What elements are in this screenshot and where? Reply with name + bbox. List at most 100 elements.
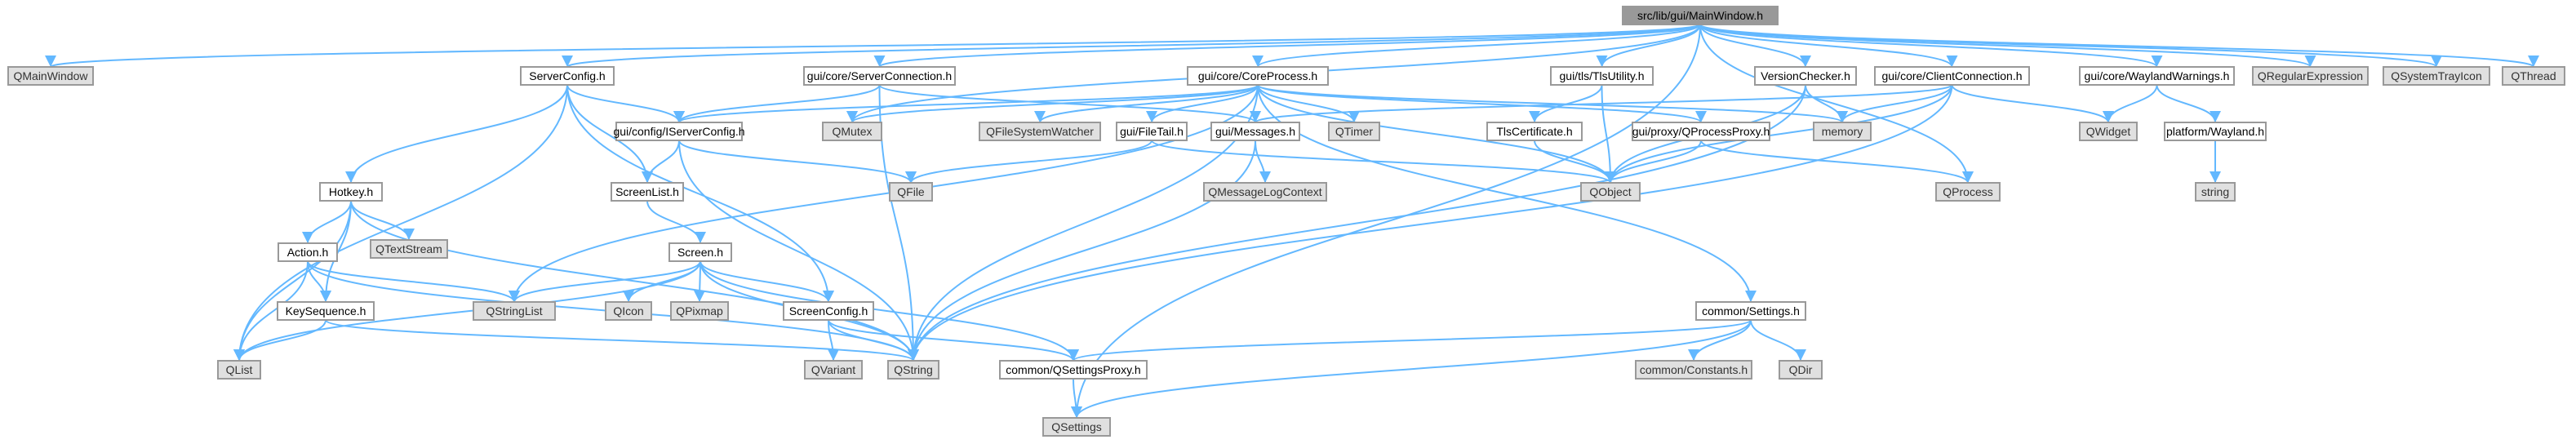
- node-box: [605, 301, 652, 321]
- node-tlsutility[interactable]: gui/tls/TlsUtility.h: [1550, 66, 1654, 86]
- node-qmainwindow: QMainWindow: [7, 66, 94, 86]
- node-root[interactable]: src/lib/gui/MainWindow.h: [1622, 6, 1779, 25]
- node-box: [2195, 182, 2236, 202]
- node-screen[interactable]: Screen.h: [668, 242, 732, 262]
- node-label: platform/Wayland.h: [2166, 125, 2264, 138]
- node-label: QTextStream: [375, 242, 442, 255]
- node-box: [804, 360, 863, 380]
- node-action[interactable]: Action.h: [278, 242, 338, 262]
- node-label: memory: [1822, 125, 1863, 138]
- node-keysequence[interactable]: KeySequence.h: [277, 301, 375, 321]
- node-label: QVariant: [811, 363, 855, 376]
- node-settings[interactable]: common/Settings.h: [1695, 301, 1806, 321]
- edge-keysequence-to-qlist: [233, 319, 326, 362]
- node-qprocessproxy[interactable]: gui/proxy/QProcessProxy.h: [1632, 122, 1770, 141]
- node-box: [1550, 66, 1654, 86]
- node-box: [1622, 6, 1779, 25]
- node-label: QMessageLogContext: [1208, 185, 1321, 198]
- edge-coreprocess-to-memory: [1257, 84, 1848, 123]
- node-serverconnection[interactable]: gui/core/ServerConnection.h: [803, 66, 956, 86]
- edge-filetail-to-qfile: [905, 140, 1153, 184]
- node-label: TlsCertificate.h: [1496, 125, 1572, 138]
- edge-serverconfig-to-hotkey: [345, 84, 568, 184]
- node-screenlist[interactable]: ScreenList.h: [611, 182, 684, 202]
- edge-clientconnection-to-messages: [1250, 84, 1953, 123]
- edge-root-to-qsystemtrayicon: [1699, 24, 2442, 68]
- node-box: [1116, 122, 1188, 141]
- node-qobject: QObject: [1580, 182, 1641, 202]
- node-label: QSettings: [1051, 420, 1101, 433]
- node-string: string: [2195, 182, 2236, 202]
- node-box: [1779, 360, 1823, 380]
- node-label: QPixmap: [676, 304, 723, 317]
- node-box: [319, 182, 383, 202]
- node-box: [2502, 66, 2565, 86]
- node-qsettingsproxy[interactable]: common/QSettingsProxy.h: [999, 360, 1148, 380]
- node-filetail[interactable]: gui/FileTail.h: [1116, 122, 1188, 141]
- node-qmessagelogcontext: QMessageLogContext: [1203, 182, 1327, 202]
- edge-messages-to-qstring: [908, 140, 1256, 362]
- node-wayland[interactable]: platform/Wayland.h: [2164, 122, 2267, 141]
- node-label: ScreenList.h: [615, 185, 679, 198]
- edge-coreprocess-to-qfilesystemwatcher: [1034, 84, 1259, 123]
- edge-settings-to-qdir: [1750, 319, 1806, 362]
- node-box: [1632, 122, 1770, 141]
- node-box: [277, 301, 375, 321]
- edge-coreprocess-to-qtimer: [1257, 84, 1360, 123]
- node-tlscertificate[interactable]: TlsCertificate.h: [1486, 122, 1583, 141]
- edge-coreprocess-to-qprocessproxy: [1257, 84, 1707, 123]
- node-label: QRegularExpression: [2258, 69, 2363, 82]
- edge-root-to-waylandwarnings: [1699, 24, 2163, 68]
- edge-screenlist-to-screen: [646, 200, 706, 244]
- node-iserverconfig[interactable]: gui/config/IServerConfig.h: [613, 122, 745, 141]
- node-box: [520, 66, 615, 86]
- edge-settings-to-qsettings: [1071, 319, 1752, 419]
- edge-root-to-tlsutility: [1596, 24, 1701, 68]
- node-box: [979, 122, 1101, 141]
- edge-iserverconfig-to-screenlist: [642, 140, 680, 184]
- node-box: [803, 66, 956, 86]
- edge-root-to-qprocess: [1699, 24, 1974, 184]
- edge-hotkey-to-action: [302, 200, 352, 244]
- edge-coreprocess-to-filetail: [1146, 84, 1259, 123]
- node-label: QProcess: [1943, 185, 1992, 198]
- node-hotkey[interactable]: Hotkey.h: [319, 182, 383, 202]
- node-box: [1813, 122, 1872, 141]
- node-label: ScreenConfig.h: [789, 304, 868, 317]
- node-waylandwarnings[interactable]: gui/core/WaylandWarnings.h: [2079, 66, 2235, 86]
- node-box: [278, 242, 338, 262]
- node-label: gui/core/ClientConnection.h: [1882, 69, 2023, 82]
- node-qwidget: QWidget: [2079, 122, 2138, 141]
- node-label: QThread: [2511, 69, 2556, 82]
- node-constants: common/Constants.h: [1635, 360, 1752, 380]
- node-box: [1328, 122, 1380, 141]
- node-versionchecker[interactable]: VersionChecker.h: [1754, 66, 1857, 86]
- node-label: gui/Messages.h: [1215, 125, 1295, 138]
- edge-action-to-qlist: [233, 260, 309, 362]
- node-qtimer: QTimer: [1328, 122, 1380, 141]
- node-clientconnection[interactable]: gui/core/ClientConnection.h: [1874, 66, 2030, 86]
- node-box: [2079, 66, 2235, 86]
- node-label: gui/core/ServerConnection.h: [807, 69, 952, 82]
- edge-root-to-qsettings: [1071, 24, 1701, 419]
- edge-iserverconfig-to-qstring: [678, 140, 919, 362]
- edge-qprocessproxy-to-qobject: [1605, 140, 1702, 184]
- edge-root-to-serverconnection: [874, 24, 1701, 68]
- node-memory: memory: [1813, 122, 1872, 141]
- node-box: [889, 182, 933, 202]
- node-screenconfig[interactable]: ScreenConfig.h: [783, 301, 874, 321]
- node-box: [615, 122, 743, 141]
- node-box: [668, 242, 732, 262]
- node-qthread: QThread: [2502, 66, 2565, 86]
- node-label: Hotkey.h: [329, 185, 373, 198]
- node-box: [1935, 182, 2001, 202]
- node-box: [1874, 66, 2030, 86]
- node-coreprocess[interactable]: gui/core/CoreProcess.h: [1187, 66, 1329, 86]
- node-label: QWidget: [2086, 125, 2131, 138]
- node-qstring: QString: [887, 360, 939, 380]
- node-serverconfig[interactable]: ServerConfig.h: [520, 66, 615, 86]
- node-messages[interactable]: gui/Messages.h: [1210, 122, 1300, 141]
- node-label: gui/core/WaylandWarnings.h: [2085, 69, 2230, 82]
